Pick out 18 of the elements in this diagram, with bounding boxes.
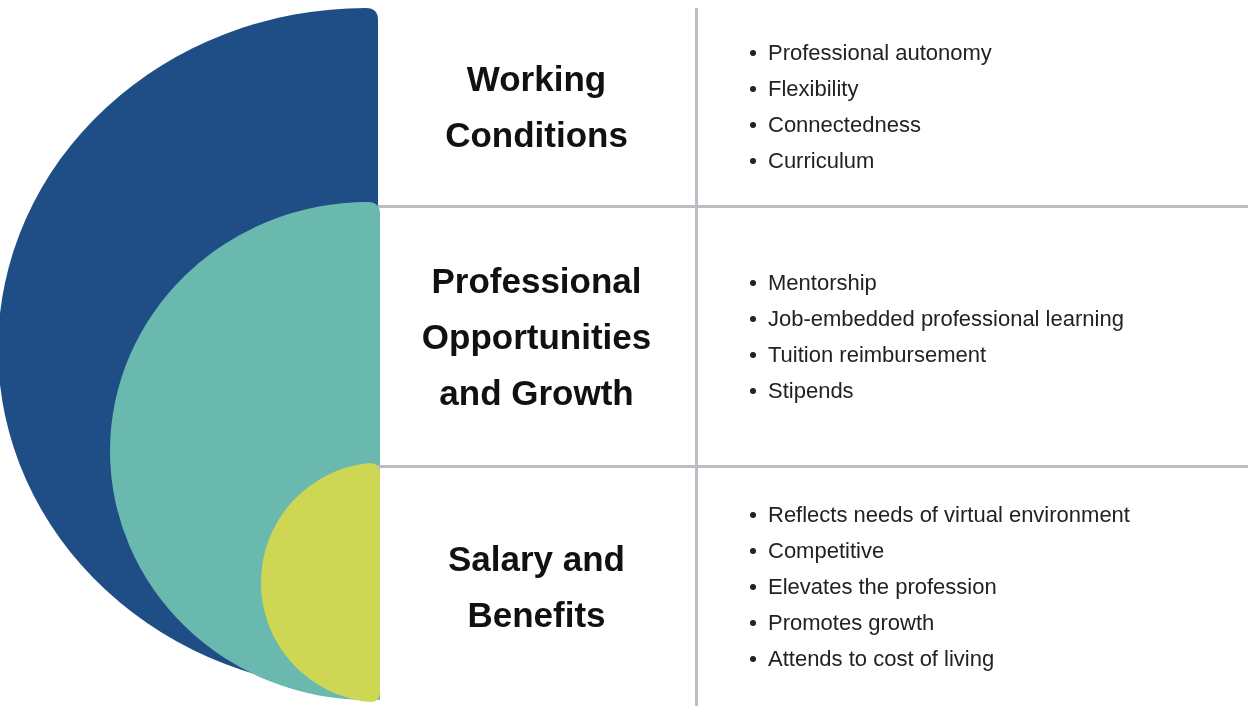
bullet-item: Job-embedded professional learning <box>768 304 1124 333</box>
bullet-item: Tuition reimbursement <box>768 340 987 369</box>
bullet-item: Elevates the profession <box>768 573 997 601</box>
bullet-item: Mentorship <box>768 268 877 297</box>
bullet-item: Curriculum <box>768 146 875 175</box>
bullet-item: Reflects needs of virtual environment <box>768 501 1130 529</box>
row-heading: Working Conditions <box>444 57 629 156</box>
bullet-item: Flexibility <box>768 74 859 103</box>
bullet-item: Stipends <box>768 376 854 405</box>
bullet-item: Promotes growth <box>768 609 935 637</box>
bullet-item: Competitive <box>768 537 885 565</box>
bullet-item: Professional autonomy <box>768 38 992 67</box>
row-heading: Professional Opportunities and Growth <box>420 259 653 414</box>
bullet-item: Connectedness <box>768 110 921 139</box>
table-row <box>378 205 1248 465</box>
bullet-item: Attends to cost of living <box>768 645 995 673</box>
table-row <box>378 465 1248 706</box>
row-heading: Salary and Benefits <box>446 538 626 636</box>
